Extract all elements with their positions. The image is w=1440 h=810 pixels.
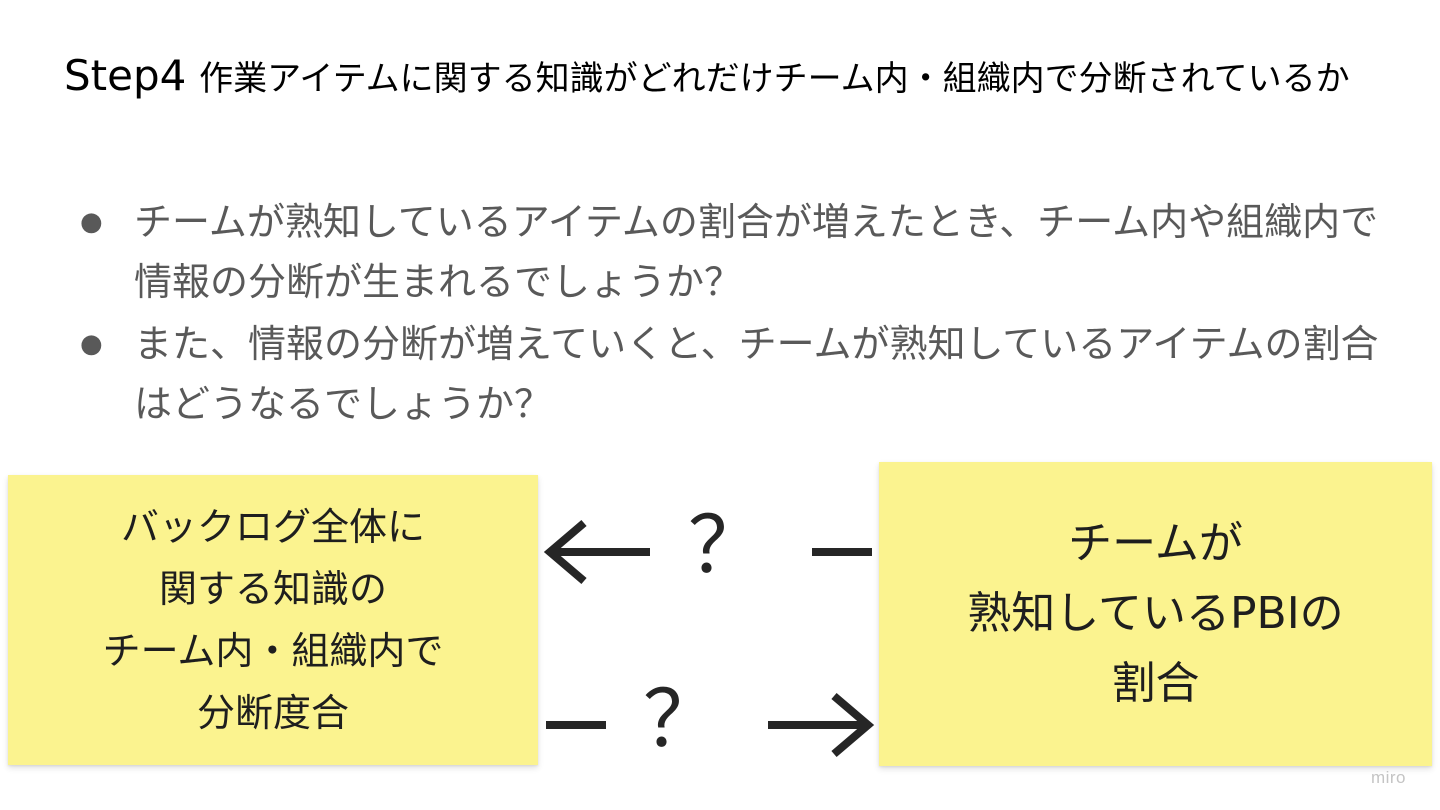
bottom-connector-arrow[interactable] <box>540 688 880 763</box>
title-step: Step4 <box>64 51 187 100</box>
bottom-arrow-right-segment <box>768 692 875 758</box>
bullet-dot-icon: ● <box>80 329 103 359</box>
miro-watermark: miro <box>1370 768 1406 787</box>
top-connector-label: ？ <box>688 501 767 591</box>
bottom-connector-label: ？ <box>643 675 722 765</box>
top-arrow-left-segment <box>543 519 650 585</box>
bullet-dot-icon: ● <box>80 207 103 237</box>
bullet-item-1: ● チームが熟知しているアイテムの割合が増えたとき、チーム内や組織内で情報の分断… <box>72 192 1382 312</box>
sticky-note-right[interactable]: チームが 熟知しているPBIの 割合 <box>879 462 1432 766</box>
page-title: Step4 作業アイテムに関する知識がどれだけチーム内・組織内で分断されているか <box>64 48 1384 107</box>
title-text: 作業アイテムに関する知識がどれだけチーム内・組織内で分断されているか <box>199 59 1350 99</box>
sticky-note-left-text: バックログ全体に 関する知識の チーム内・組織内で 分断度合 <box>102 505 444 735</box>
bullet-item-2: ● また、情報の分断が増えていくと、チームが熟知しているアイテムの割合はどうなる… <box>72 314 1382 434</box>
bullet-text: また、情報の分断が増えていくと、チームが熟知しているアイテムの割合はどうなるでし… <box>134 322 1379 426</box>
bullet-list: ● チームが熟知しているアイテムの割合が増えたとき、チーム内や組織内で情報の分断… <box>72 192 1382 436</box>
bullet-text: チームが熟知しているアイテムの割合が増えたとき、チーム内や組織内で情報の分断が生… <box>134 200 1379 304</box>
sticky-note-right-text: チームが 熟知しているPBIの 割合 <box>967 518 1344 709</box>
top-connector-arrow[interactable] <box>540 515 880 590</box>
sticky-note-left[interactable]: バックログ全体に 関する知識の チーム内・組織内で 分断度合 <box>8 475 538 765</box>
